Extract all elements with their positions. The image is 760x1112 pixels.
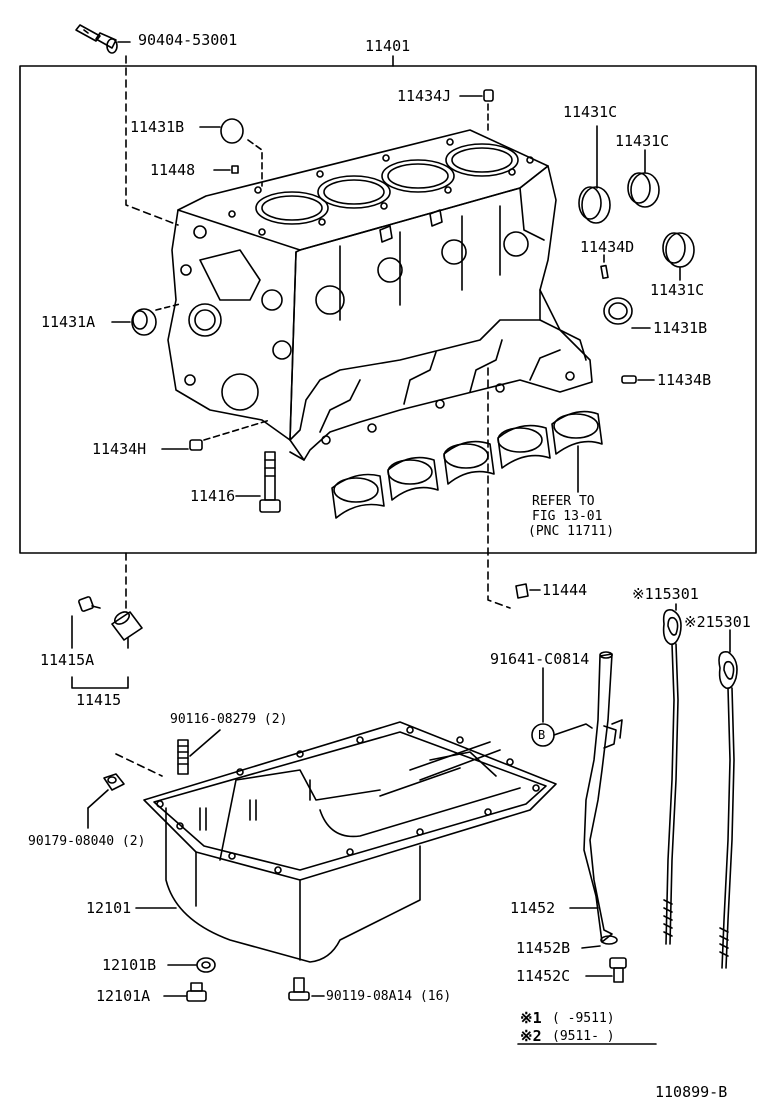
label-refer-3: (PNC 11711) bbox=[528, 524, 615, 539]
label-oring-11452b: 11452B bbox=[516, 939, 571, 957]
label-stud-90116: 90116-08279 (2) bbox=[170, 712, 288, 727]
plug-11431a-icon bbox=[131, 308, 157, 336]
label-plug-11431a: 11431A bbox=[41, 313, 96, 331]
plug-11431c-3-icon bbox=[662, 232, 695, 268]
label-pin-11434h: 11434H bbox=[92, 440, 147, 458]
block-frame bbox=[19, 65, 757, 554]
label-refer-2: FIG 13-01 bbox=[532, 509, 603, 524]
oring-11452b-icon bbox=[600, 935, 618, 945]
drain-cock-11415a-icon bbox=[78, 596, 101, 612]
label-bolt-90404: 90404-53001 bbox=[138, 31, 238, 49]
note-2-mark: ※2 bbox=[520, 1027, 542, 1045]
dipstick-1-icon bbox=[662, 608, 682, 945]
label-union-11444: 11444 bbox=[542, 581, 588, 599]
label-pin-11434d: 11434D bbox=[580, 238, 635, 256]
drain-cock-11415-icon bbox=[111, 611, 143, 641]
label-plug-11431b-left: 11431B bbox=[130, 118, 185, 136]
note-1-range: ( -9511) bbox=[552, 1011, 615, 1026]
label-pin-11448: 11448 bbox=[150, 161, 196, 179]
label-drain-11415: 11415 bbox=[76, 691, 122, 709]
label-plug-12101a: 12101A bbox=[96, 987, 151, 1005]
plug-11431c-2-icon bbox=[627, 172, 660, 208]
stud-90116-icon bbox=[177, 739, 189, 775]
label-plug-11431b-right: 11431B bbox=[653, 319, 708, 337]
label-refer-1: REFER TO bbox=[532, 494, 595, 509]
gauge-guide-11452-icon bbox=[583, 651, 623, 943]
label-pin-11434b: 11434B bbox=[657, 371, 712, 389]
plug-11431b-right-icon bbox=[603, 297, 633, 325]
label-circle-b: B bbox=[538, 728, 546, 742]
pin-11434d-icon bbox=[600, 264, 609, 280]
pin-11434b-icon bbox=[621, 375, 637, 384]
label-gasket-12101b: 12101B bbox=[102, 956, 157, 974]
label-clip-11452c: 11452C bbox=[516, 967, 571, 985]
nut-90179-icon bbox=[103, 773, 125, 791]
oil-pan-12101-icon bbox=[143, 721, 557, 963]
label-drain-11415a: 11415A bbox=[40, 651, 95, 669]
bolt-90119-icon bbox=[288, 977, 310, 1001]
label-oil-pan-12101: 12101 bbox=[86, 899, 132, 917]
plug-11431c-icon bbox=[578, 186, 611, 224]
label-pin-11434j: 11434J bbox=[397, 87, 452, 105]
note-1-mark: ※1 bbox=[520, 1009, 542, 1027]
label-guide-91641: 91641-C0814 bbox=[490, 650, 590, 668]
bolt-90404-icon bbox=[75, 24, 118, 54]
label-bolt-90119: 90119-08A14 (16) bbox=[326, 989, 452, 1004]
label-plug-11431c-3: 11431C bbox=[650, 281, 705, 299]
cylinder-block-icon bbox=[167, 129, 593, 461]
bolt-11416-icon bbox=[259, 451, 281, 513]
union-11444-icon bbox=[515, 583, 529, 599]
dipstick-2-icon bbox=[718, 651, 738, 969]
gasket-12101b-icon bbox=[196, 957, 216, 973]
note-2-range: (9511- ) bbox=[552, 1029, 615, 1044]
clip-11452c-icon bbox=[609, 957, 627, 983]
label-plug-11431c-1: 11431C bbox=[563, 103, 618, 121]
pin-11448-icon bbox=[231, 165, 239, 174]
plug-11431b-left-icon bbox=[220, 118, 244, 144]
label-gauge-1: ※115301 bbox=[632, 585, 699, 603]
label-gauge-2: ※215301 bbox=[684, 613, 751, 631]
label-plug-11431c-2: 11431C bbox=[615, 132, 670, 150]
label-cylinder-block: 11401 bbox=[365, 37, 411, 55]
pin-11434j-icon bbox=[483, 89, 494, 102]
label-bolt-11416: 11416 bbox=[190, 487, 236, 505]
drain-plug-12101a-icon bbox=[186, 982, 207, 1002]
label-nut-90179: 90179-08040 (2) bbox=[28, 834, 146, 849]
label-guide-11452: 11452 bbox=[510, 899, 556, 917]
figure-id: 110899-B bbox=[655, 1083, 728, 1101]
pin-11434h-icon bbox=[189, 439, 203, 451]
